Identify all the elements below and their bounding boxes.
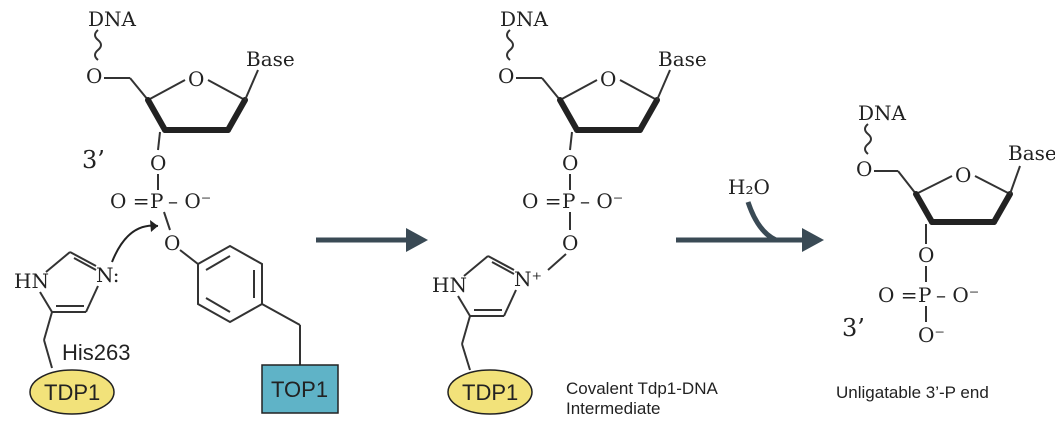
substrate-panel: DNA O O Base 3’ O O = P – O⁻ O TOP1 <box>14 7 339 415</box>
base-label-3: Base <box>1008 141 1055 165</box>
o-n-bond-2 <box>547 253 567 271</box>
reaction-arrow-2: H₂O <box>676 175 824 252</box>
water-curved-arrow <box>745 201 778 243</box>
c4-bond-3 <box>897 170 917 195</box>
bridge-o-label-2: O <box>562 231 578 255</box>
ring-bold-1a <box>145 97 168 133</box>
benzene-double-3 <box>205 297 231 313</box>
imid-bond-1c <box>73 257 97 271</box>
tdp1-label-1: TDP1 <box>44 380 100 405</box>
arrow-1-head <box>406 228 428 252</box>
imid-bond-1d <box>85 285 99 313</box>
n-plus-label: N⁺ <box>514 267 542 291</box>
dna-wavy-bond-3 <box>864 123 872 155</box>
attack-arrowhead <box>150 220 158 232</box>
ring-bold-2c <box>637 97 660 133</box>
intermediate-caption-line1: Covalent Tdp1-DNA <box>566 379 718 398</box>
his263-label: His263 <box>62 340 130 365</box>
his-ch2-bond-2a <box>461 315 471 345</box>
ring-o-label-3: O <box>955 163 971 187</box>
ring-o-label-2: O <box>600 67 616 91</box>
top1-box <box>261 364 339 414</box>
intermediate-caption-line2: Intermediate <box>566 399 661 418</box>
p-label-2: P <box>562 189 575 213</box>
c4-bond-1 <box>129 77 149 101</box>
three-prime-label-3: 3’ <box>842 314 865 342</box>
top1-label: TOP1 <box>271 377 328 402</box>
o5-label-3: O <box>856 157 872 181</box>
imid-bond-2g <box>457 295 471 317</box>
imid-bond-2a <box>463 255 489 277</box>
base-bond-3 <box>1009 165 1021 195</box>
tdp1-ellipse-1 <box>29 369 115 415</box>
o3-label-2: O <box>562 151 578 175</box>
dna-wavy-bond-2 <box>506 29 514 61</box>
benzene-ring <box>197 244 263 324</box>
imid-bond-1b <box>69 251 97 267</box>
base-label-2: Base <box>658 47 707 71</box>
ring-bold-1c <box>225 97 248 133</box>
ring-bold-2a <box>557 97 580 133</box>
intermediate-panel: DNA O O Base O O = P – O⁻ O HN N⁺ TD <box>432 7 718 418</box>
p-o-minus-1: – O⁻ <box>168 189 211 213</box>
ring-bond-1b <box>207 79 246 101</box>
phenol-o-label: O <box>164 231 180 255</box>
nh-label-2: HN <box>432 273 467 297</box>
ring-bold-3a <box>913 191 935 225</box>
ring-bond-3b <box>974 175 1011 195</box>
imid-bond-2d <box>503 289 517 317</box>
p-double-o-1: O = <box>110 189 150 213</box>
o3-bond-1 <box>157 131 161 151</box>
imid-bond-1g <box>39 291 53 313</box>
phenol-bond <box>179 249 199 265</box>
ring-bond-2b <box>619 79 658 101</box>
water-label: H₂O <box>728 175 770 199</box>
his-ch2-bond-1b <box>43 339 53 369</box>
o-minus-below-3: O⁻ <box>918 323 945 347</box>
tdp1-label-2: TDP1 <box>462 380 518 405</box>
o3-label-1: O <box>150 151 166 175</box>
benzene-double-1 <box>205 255 231 271</box>
o5-label-1: O <box>86 64 102 88</box>
ring-o-label-1: O <box>188 67 204 91</box>
dna-wavy-bond-1 <box>94 29 102 61</box>
dna-label-2: DNA <box>500 7 549 31</box>
arrow-2-head <box>802 228 824 252</box>
ring-bond-2a <box>559 79 598 101</box>
imid-bond-2b <box>487 255 515 271</box>
nh-label-1: HN <box>14 269 49 293</box>
imid-bond-2c <box>491 261 515 275</box>
his-ch2-bond-2b <box>461 343 471 371</box>
p-o-minus-3: – O⁻ <box>936 283 979 307</box>
p-double-o-2: O = <box>522 189 562 213</box>
base-bond-1 <box>244 69 259 101</box>
c4-bond-2 <box>541 77 561 101</box>
dna-label-1: DNA <box>88 7 137 31</box>
tdp1-ellipse-2 <box>447 369 533 415</box>
his-ch2-bond-1a <box>43 311 53 341</box>
p-label-1: P <box>150 189 163 213</box>
o3-label-3: O <box>918 243 934 267</box>
p-o-bond-1 <box>163 211 171 231</box>
o3-bond-2 <box>569 131 573 151</box>
tyr-ch2-bond <box>261 303 301 326</box>
n-colon-label: N: <box>96 263 120 287</box>
dna-label-3: DNA <box>858 101 907 125</box>
base-label-1: Base <box>246 47 295 71</box>
imid-bond-1a <box>45 251 71 273</box>
p-double-o-3: O = <box>878 283 918 307</box>
reaction-arrow-1 <box>316 228 428 252</box>
three-prime-label-1: 3’ <box>82 146 105 174</box>
ring-bond-3a <box>915 175 953 195</box>
product-caption: Unligatable 3’-P end <box>836 383 989 402</box>
ring-bold-3c <box>991 191 1013 225</box>
p-o-minus-2: – O⁻ <box>580 189 623 213</box>
base-bond-2 <box>656 69 671 101</box>
o5-label-2: O <box>498 64 514 88</box>
product-panel: DNA O O Base O O = P – O⁻ O⁻ 3’ Unligata… <box>836 101 1055 402</box>
p-label-3: P <box>918 283 931 307</box>
ring-bond-1a <box>147 79 186 101</box>
